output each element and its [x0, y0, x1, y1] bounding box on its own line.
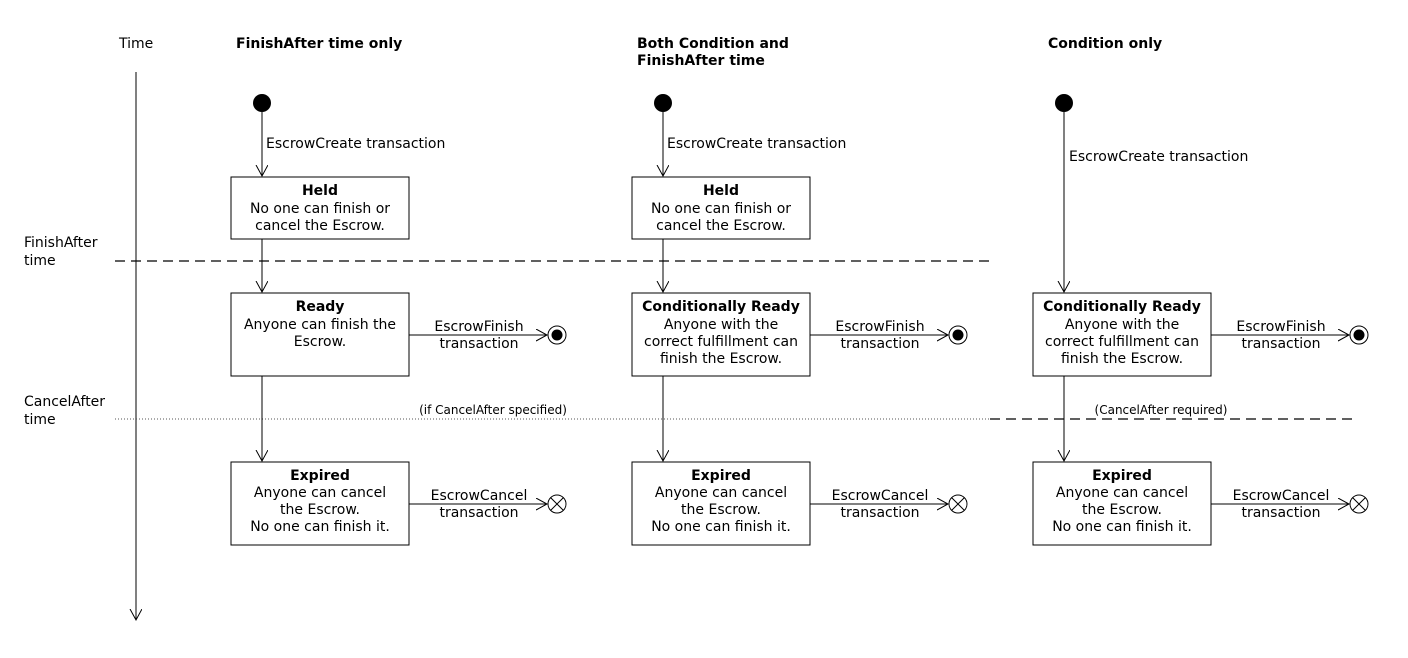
expired-line-3: No one can finish it.: [250, 519, 390, 535]
column-finish-after-only: FinishAfter time only EscrowCreate trans…: [230, 36, 567, 546]
expired-line-3: No one can finish it.: [651, 519, 791, 535]
column-title-line1: Both Condition and: [637, 36, 789, 52]
ready-line-3: finish the Escrow.: [1061, 351, 1183, 367]
column-condition-and-finish-after: Both Condition and FinishAfter time Escr…: [631, 36, 968, 546]
held-line-2: cancel the Escrow.: [656, 218, 786, 234]
cancel-label-line2: transaction: [840, 505, 919, 521]
expired-line-2: the Escrow.: [280, 502, 360, 518]
cancel-label-line1: EscrowCancel: [832, 488, 929, 504]
finish-label-line1: EscrowFinish: [434, 319, 523, 335]
cancel-after-threshold: CancelAfter time: [24, 394, 1358, 428]
column-title-line2: FinishAfter time: [637, 53, 765, 69]
final-state-icon: [948, 325, 968, 345]
ready-title: Ready: [296, 299, 345, 315]
cancel-label-line2: transaction: [439, 505, 518, 521]
initial-state-icon: [253, 94, 271, 112]
terminate-icon: [1349, 494, 1369, 514]
ready-line-1: Anyone with the: [1065, 317, 1179, 333]
terminate-icon: [547, 494, 567, 514]
expired-line-1: Anyone can cancel: [1056, 485, 1188, 501]
expired-state-box: [1032, 461, 1212, 546]
ready-line-2: Escrow.: [294, 334, 346, 350]
ready-line-2: correct fulfillment can: [1045, 334, 1199, 350]
column-condition-only: Condition only EscrowCreate transaction …: [1032, 36, 1369, 546]
expired-line-1: Anyone can cancel: [254, 485, 386, 501]
cancel-label-line2: transaction: [1241, 505, 1320, 521]
expired-title: Expired: [1092, 468, 1152, 484]
finish-after-label-line2: time: [24, 253, 56, 269]
ready-line-1: Anyone can finish the: [244, 317, 396, 333]
ready-line-3: finish the Escrow.: [660, 351, 782, 367]
held-state-box: [230, 176, 410, 240]
finish-after-label-line1: FinishAfter: [24, 235, 98, 251]
expired-line-1: Anyone can cancel: [655, 485, 787, 501]
held-title: Held: [703, 183, 739, 199]
initial-state-icon: [654, 94, 672, 112]
finish-label-line1: EscrowFinish: [1236, 319, 1325, 335]
finish-label-line1: EscrowFinish: [835, 319, 924, 335]
conditionally-ready-state-box: [1032, 292, 1212, 377]
held-line-1: No one can finish or: [250, 201, 390, 217]
ready-title: Conditionally Ready: [642, 299, 800, 315]
time-axis: Time: [118, 36, 153, 620]
cancel-label-line1: EscrowCancel: [431, 488, 528, 504]
held-title: Held: [302, 183, 338, 199]
finish-label-line2: transaction: [439, 336, 518, 352]
cancel-after-note: (CancelAfter required): [1095, 403, 1228, 417]
expired-state-box: [230, 461, 410, 546]
finish-after-threshold: FinishAfter time: [24, 235, 990, 269]
expired-title: Expired: [290, 468, 350, 484]
conditionally-ready-state-box: [631, 292, 811, 377]
finish-label-line2: transaction: [840, 336, 919, 352]
cancel-label-line1: EscrowCancel: [1233, 488, 1330, 504]
final-state-icon: [547, 325, 567, 345]
expired-title: Expired: [691, 468, 751, 484]
ready-title: Conditionally Ready: [1043, 299, 1201, 315]
expired-line-2: the Escrow.: [681, 502, 761, 518]
final-state-icon: [1349, 325, 1369, 345]
finish-label-line2: transaction: [1241, 336, 1320, 352]
cancel-after-note: (if CancelAfter specified): [419, 403, 567, 417]
held-state-box: [631, 176, 811, 240]
time-axis-label: Time: [118, 36, 153, 52]
ready-line-2: correct fulfillment can: [644, 334, 798, 350]
ready-state-box: [230, 292, 410, 377]
create-label: EscrowCreate transaction: [1069, 149, 1248, 165]
held-line-1: No one can finish or: [651, 201, 791, 217]
cancel-after-label-line1: CancelAfter: [24, 394, 105, 410]
held-line-2: cancel the Escrow.: [255, 218, 385, 234]
expired-line-3: No one can finish it.: [1052, 519, 1192, 535]
cancel-after-label-line2: time: [24, 412, 56, 428]
create-label: EscrowCreate transaction: [667, 136, 846, 152]
terminate-icon: [948, 494, 968, 514]
column-title: Condition only: [1048, 36, 1162, 52]
initial-state-icon: [1055, 94, 1073, 112]
column-title: FinishAfter time only: [236, 36, 402, 52]
expired-state-box: [631, 461, 811, 546]
expired-line-2: the Escrow.: [1082, 502, 1162, 518]
ready-line-1: Anyone with the: [664, 317, 778, 333]
create-label: EscrowCreate transaction: [266, 136, 445, 152]
